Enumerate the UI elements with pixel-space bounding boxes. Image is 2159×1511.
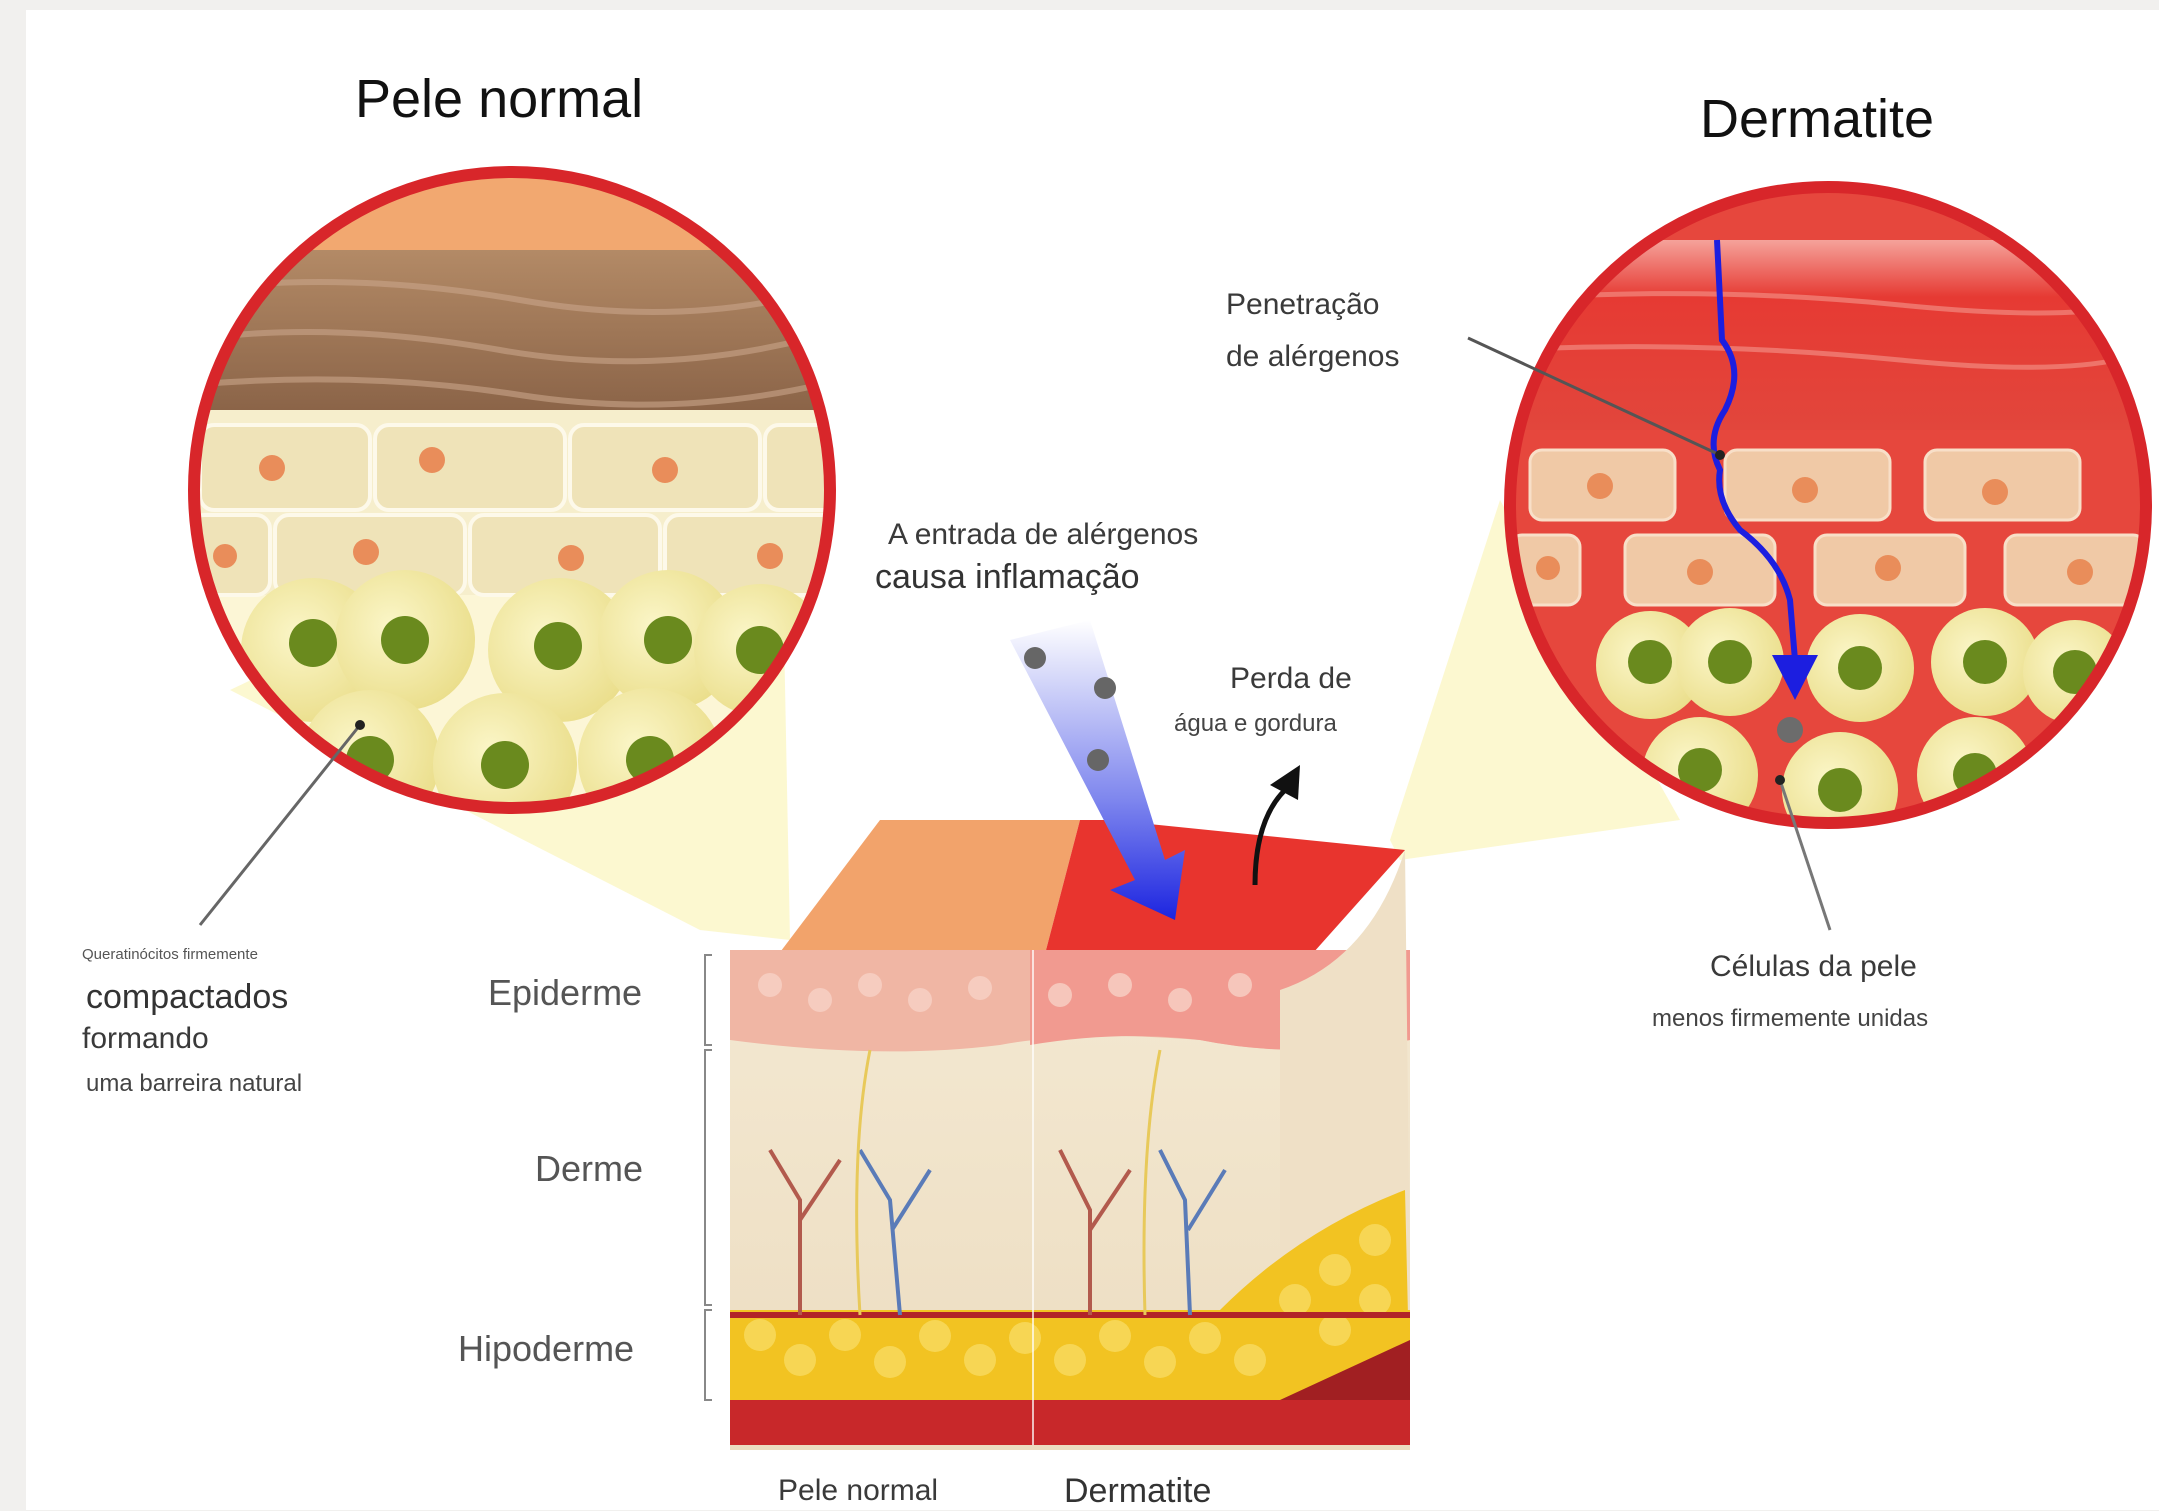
- layer-brackets: [705, 955, 712, 1400]
- layer-epidermis: Epiderme: [488, 972, 642, 1014]
- label-entry-1: A entrada de alérgenos: [888, 518, 1198, 552]
- skin-block: [730, 820, 1410, 1450]
- label-keratinocytes-2: compactados: [86, 978, 288, 1017]
- layer-hypodermis: Hipoderme: [458, 1328, 634, 1370]
- title-normal-skin: Pele normal: [355, 68, 643, 130]
- label-keratinocytes-3: formando: [82, 1022, 209, 1056]
- label-cells-1: Células da pele: [1710, 950, 1917, 984]
- label-cells-2: menos firmemente unidas: [1652, 1005, 1928, 1033]
- bottom-label-dermatitis: Dermatite: [1064, 1472, 1211, 1511]
- leader-keratinocytes: [200, 725, 360, 925]
- label-loss-1: Perda de: [1230, 662, 1352, 696]
- label-penetration-1: Penetração: [1226, 288, 1379, 322]
- bottom-label-normal: Pele normal: [778, 1474, 938, 1508]
- label-penetration-2: de alérgenos: [1226, 340, 1399, 374]
- label-entry-2: causa inflamação: [875, 558, 1140, 597]
- allergen-particle: [1777, 717, 1803, 743]
- title-dermatitis: Dermatite: [1700, 88, 1934, 150]
- label-keratinocytes-1: Queratinócitos firmemente: [82, 946, 258, 963]
- label-keratinocytes-4: uma barreira natural: [86, 1070, 302, 1098]
- label-loss-2: água e gordura: [1174, 710, 1337, 738]
- layer-dermis: Derme: [535, 1148, 643, 1190]
